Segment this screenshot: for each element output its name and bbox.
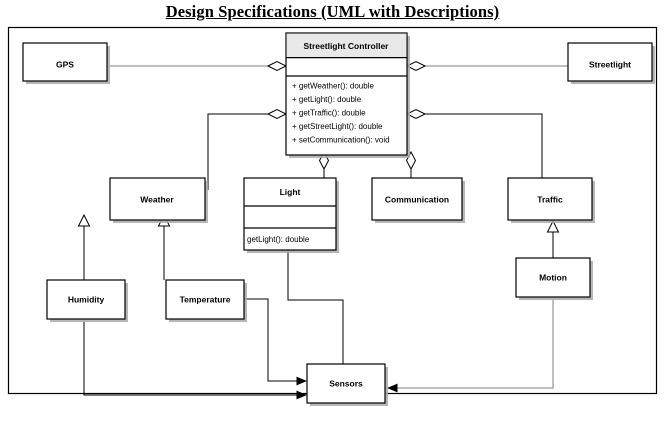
class-name-gps: GPS [56, 59, 74, 69]
method-get-streetlight: + getStreetLight(): double [292, 122, 383, 131]
connector-streetlight-controller [405, 60, 568, 72]
class-box-motion[interactable]: Motion [515, 257, 593, 300]
class-name-communication: Communication [385, 194, 449, 204]
connector-weather-controller [207, 108, 288, 190]
connector-gps-controller [110, 60, 288, 72]
method-light-get-light: getLight(): double [247, 235, 310, 244]
class-box-temperature[interactable]: Temperature [165, 279, 247, 322]
arrowhead [296, 390, 307, 400]
class-name-temperature: Temperature [180, 294, 231, 304]
connector-motion-traffic [546, 219, 560, 258]
arrowhead [387, 383, 398, 393]
connector-light-sensors [287, 250, 348, 374]
class-name-traffic: Traffic [537, 194, 563, 204]
generalization-arrow [546, 219, 560, 233]
class-name-humidity: Humidity [68, 294, 105, 304]
class-name-sensors: Sensors [329, 378, 363, 388]
class-box-sensors[interactable]: Sensors [306, 363, 388, 406]
connector-motion-sensors [387, 300, 554, 393]
connector-humidity-weather [77, 213, 91, 280]
method-get-weather: + getWeather(): double [292, 82, 374, 91]
class-box-weather[interactable]: Weather [109, 177, 208, 223]
class-name-light: Light [280, 187, 301, 197]
method-set-communication: + setCommunication(): void [292, 136, 390, 145]
method-get-light: + getLight(): double [292, 95, 362, 104]
method-get-traffic: + getTraffic(): double [292, 109, 366, 118]
aggregation-diamond [266, 60, 288, 72]
class-name-streetlight: Streetlight [589, 59, 631, 69]
connector-temperature-weather [157, 213, 171, 280]
connector-temperature-sensors [243, 298, 307, 386]
class-name-streetlight-controller: Streetlight Controller [303, 41, 389, 51]
class-box-light[interactable]: Light getLight(): double [243, 177, 339, 253]
connector-humidity-sensors [83, 322, 307, 400]
aggregation-diamond [266, 108, 288, 120]
connector-traffic-controller [405, 108, 543, 178]
class-box-gps[interactable]: GPS [22, 42, 110, 84]
class-name-weather: Weather [140, 194, 174, 204]
class-name-motion: Motion [539, 272, 567, 282]
class-box-streetlight-controller[interactable]: Streetlight Controller + getWeather(): d… [285, 32, 410, 158]
class-box-traffic[interactable]: Traffic [507, 177, 595, 223]
class-box-communication[interactable]: Communication [371, 177, 465, 223]
page-title: Design Specifications (UML with Descript… [165, 2, 500, 21]
class-box-humidity[interactable]: Humidity [46, 279, 128, 322]
generalization-arrow [77, 213, 91, 227]
arrowhead [296, 376, 307, 386]
class-box-streetlight[interactable]: Streetlight [567, 42, 655, 84]
